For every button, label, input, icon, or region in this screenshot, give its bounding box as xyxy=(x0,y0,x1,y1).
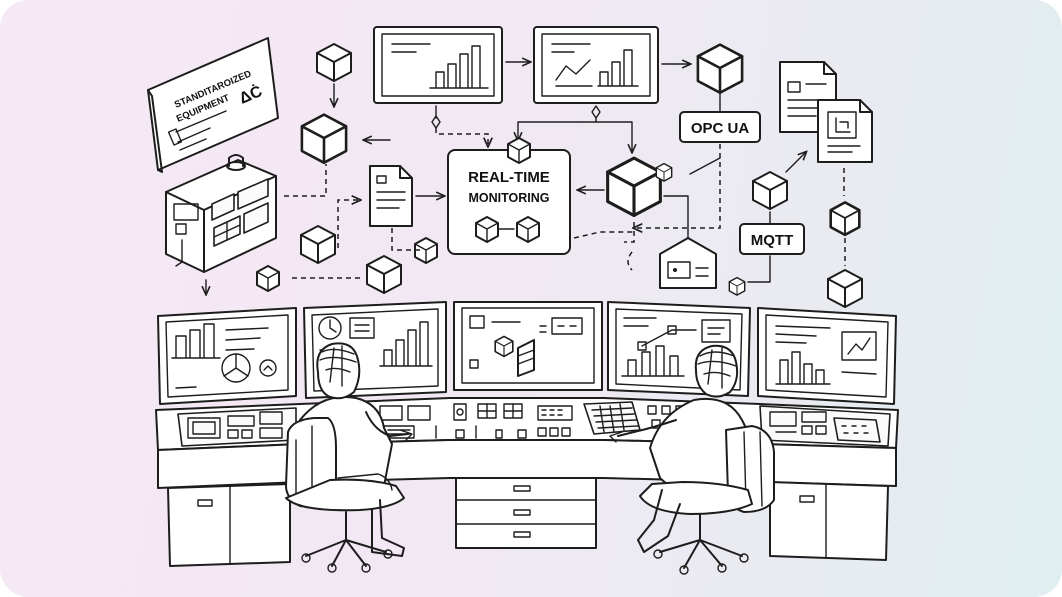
real-time-monitoring-box: REAL-TIME MONITORING xyxy=(447,149,571,255)
cube-icon xyxy=(316,43,352,82)
cube-icon xyxy=(300,113,348,164)
cube-icon xyxy=(256,265,280,292)
opc-ua-text: OPC UA xyxy=(691,120,750,137)
control-console-desk xyxy=(155,397,899,567)
cube-icon xyxy=(829,201,861,237)
office-chair-icon xyxy=(637,425,775,575)
control-monitor-3 xyxy=(453,301,603,391)
mqtt-label: MQTT xyxy=(739,223,805,255)
mqtt-text: MQTT xyxy=(751,232,794,249)
monitoring-title-line2: MONITORING xyxy=(468,191,549,205)
cube-icon xyxy=(752,171,788,210)
monitor-icon xyxy=(533,26,659,104)
document-icon xyxy=(369,165,413,227)
control-monitor-5 xyxy=(757,307,897,405)
cube-icon xyxy=(507,137,531,164)
opc-ua-label: OPC UA xyxy=(679,111,761,143)
standardized-equipment-sign: STANDITAROIZED EQUIPMENT ΔĊ xyxy=(147,37,279,173)
document-icon xyxy=(817,99,873,163)
cube-icon xyxy=(655,162,673,182)
control-cabinet-icon xyxy=(165,154,277,294)
cube-icon xyxy=(366,255,402,294)
cube-icon xyxy=(696,43,744,94)
monitor-icon xyxy=(373,26,503,104)
office-chair-icon xyxy=(285,417,405,573)
device-unit-icon xyxy=(659,237,717,289)
control-monitor-1 xyxy=(157,307,297,405)
cube-icon xyxy=(300,225,336,264)
cube-icon xyxy=(728,276,746,296)
monitoring-title-line1: REAL-TIME xyxy=(468,169,550,186)
cube-icon xyxy=(827,269,863,308)
cube-icon xyxy=(606,156,662,217)
